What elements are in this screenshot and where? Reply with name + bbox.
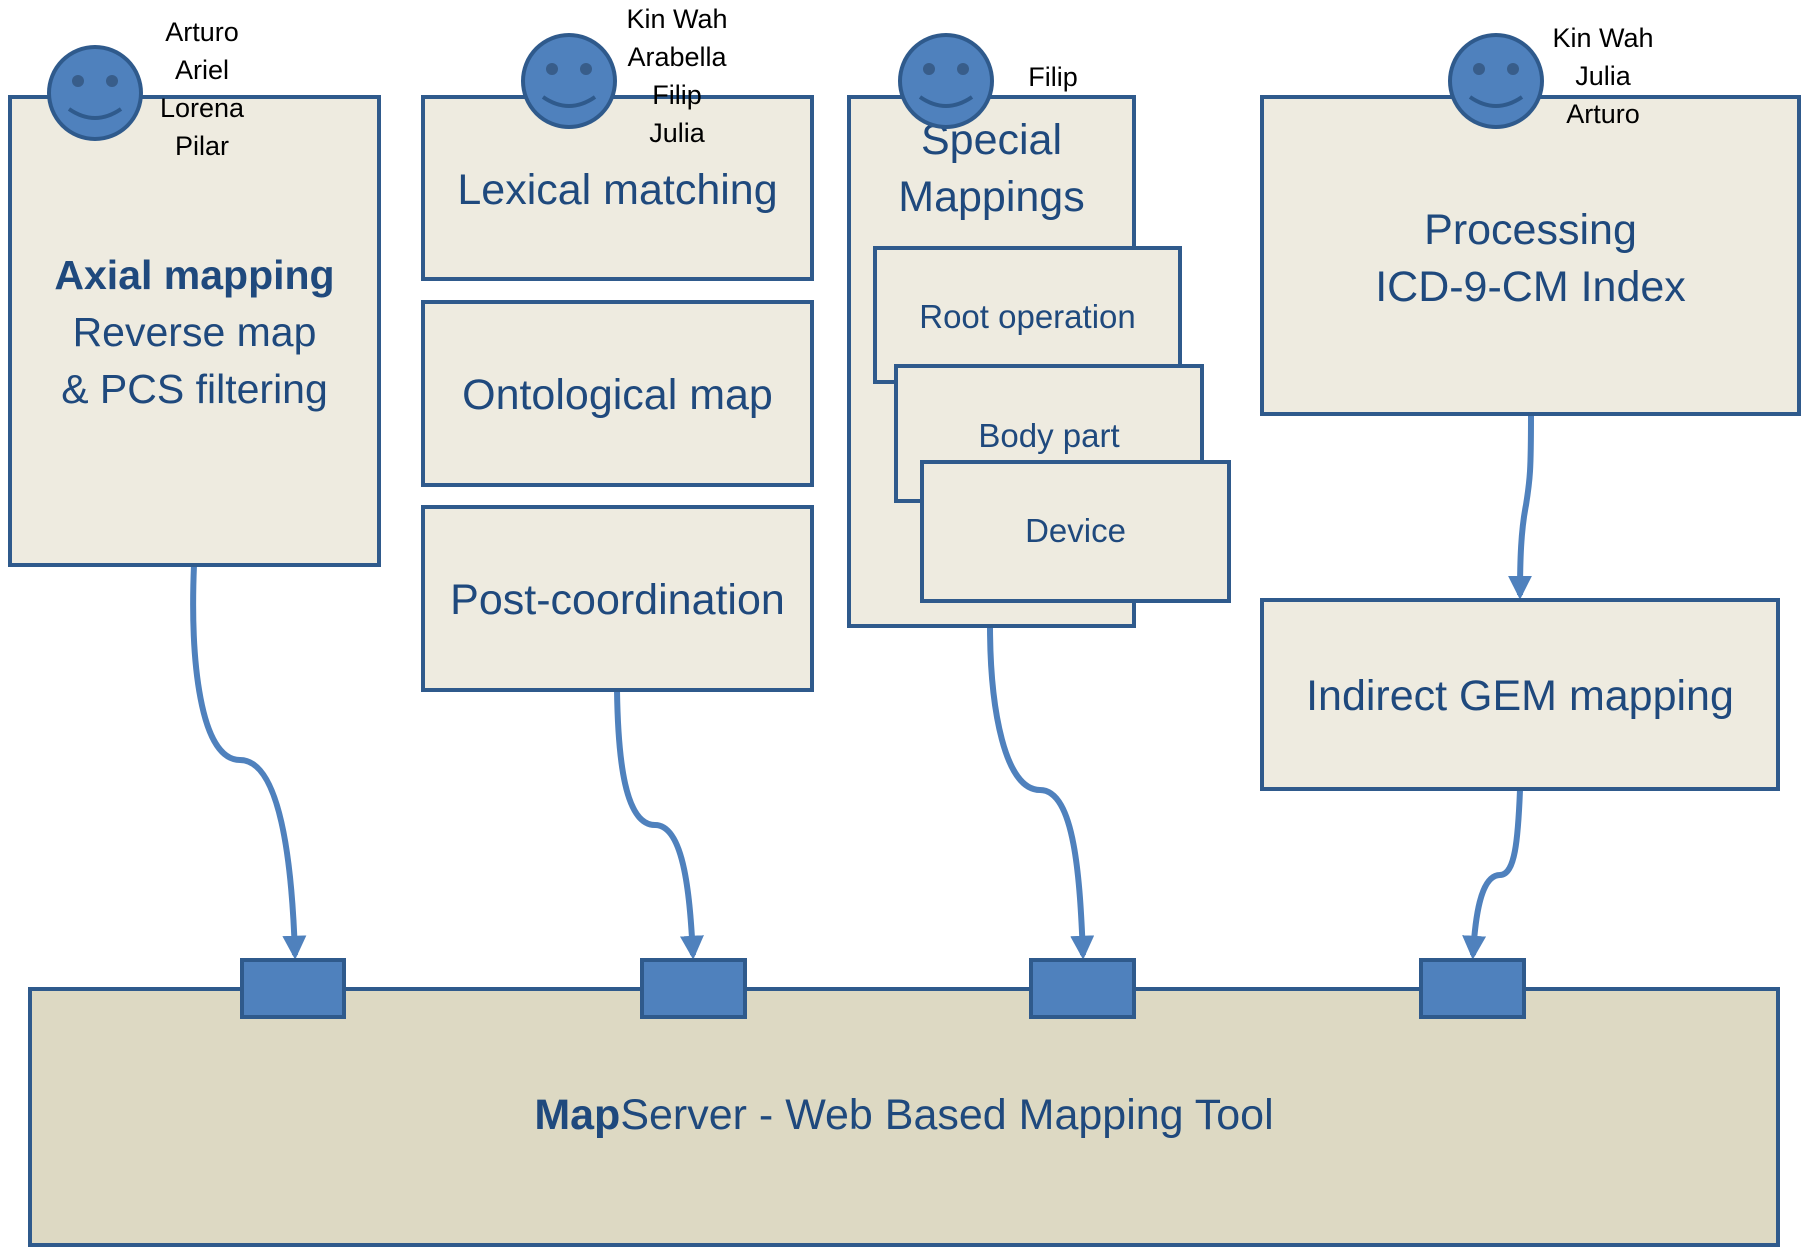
device-box: Device xyxy=(920,460,1231,603)
team-member: Julia xyxy=(1575,61,1631,91)
smiley-face-icon xyxy=(1448,33,1544,129)
axial-mapping-line2: Reverse map xyxy=(72,309,317,355)
team-member: Filip xyxy=(652,80,702,110)
post-coordination-box: Post-coordination xyxy=(421,505,814,692)
lexical-matching-box: Lexical matching xyxy=(421,95,814,281)
team-member: Arabella xyxy=(627,42,727,72)
team-member: Filip xyxy=(1028,62,1078,92)
smiley-face-icon xyxy=(898,33,994,129)
connector-port-3 xyxy=(1029,958,1136,1019)
team-lexical: Kin Wah Arabella Filip Julia xyxy=(592,0,762,152)
device-label: Device xyxy=(1025,512,1126,549)
arrow-postcoord-to-server xyxy=(614,689,704,960)
team-special: Filip xyxy=(968,58,1138,96)
mapserver-label-bold: Map xyxy=(534,1091,621,1139)
smiley-face-icon xyxy=(521,33,617,129)
connector-port-1 xyxy=(240,958,346,1019)
mapserver-label: MapServer - Web Based Mapping Tool xyxy=(32,1091,1776,1140)
team-axial: Arturo Ariel Lorena Pilar xyxy=(117,13,287,165)
team-member: Kin Wah xyxy=(626,4,728,34)
root-operation-label: Root operation xyxy=(919,298,1136,335)
arrow-special-to-server xyxy=(987,624,1095,960)
team-member: Kin Wah xyxy=(1552,23,1654,53)
post-coordination-label: Post-coordination xyxy=(450,576,785,624)
axial-mapping-box: Axial mapping Reverse map & PCS filterin… xyxy=(8,95,381,567)
connector-port-2 xyxy=(640,958,747,1019)
ontological-map-box: Ontological map xyxy=(421,300,814,487)
indirect-gem-mapping-box: Indirect GEM mapping xyxy=(1260,598,1780,791)
team-member: Pilar xyxy=(174,131,229,161)
arrow-processing-to-gem xyxy=(1508,414,1534,600)
body-part-label: Body part xyxy=(978,417,1120,454)
connector-port-4 xyxy=(1419,958,1526,1019)
team-member: Arturo xyxy=(1566,99,1640,129)
indirect-gem-mapping-label: Indirect GEM mapping xyxy=(1306,672,1734,720)
team-member: Arturo xyxy=(165,17,239,47)
team-processing: Kin Wah Julia Arturo xyxy=(1518,19,1688,133)
mapserver-box: MapServer - Web Based Mapping Tool xyxy=(28,987,1780,1247)
lexical-matching-label: Lexical matching xyxy=(457,166,778,214)
team-member: Lorena xyxy=(159,93,245,123)
processing-icd9-box: Processing ICD-9-CM Index xyxy=(1260,95,1801,416)
axial-mapping-title: Axial mapping xyxy=(54,252,335,298)
special-mappings-line2: Mappings xyxy=(898,173,1085,221)
axial-mapping-line3: & PCS filtering xyxy=(61,366,328,412)
root-operation-box: Root operation xyxy=(873,246,1182,384)
arrow-axial-to-server xyxy=(190,564,307,960)
processing-line1: Processing xyxy=(1424,206,1637,254)
team-member: Julia xyxy=(649,118,705,148)
mapserver-label-rest: Server - Web Based Mapping Tool xyxy=(620,1091,1274,1139)
arrow-gem-to-server xyxy=(1462,789,1523,960)
team-member: Ariel xyxy=(174,55,229,85)
ontological-map-label: Ontological map xyxy=(462,371,773,419)
smiley-face-icon xyxy=(47,45,143,141)
processing-line2: ICD-9-CM Index xyxy=(1375,263,1686,311)
